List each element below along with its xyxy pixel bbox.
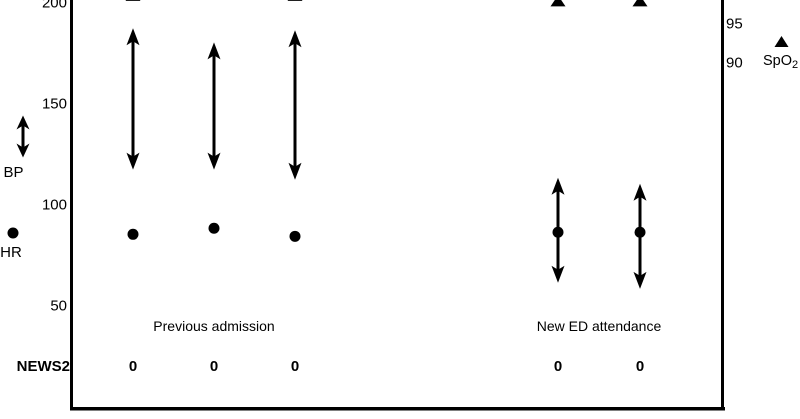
news2-row-label: NEWS2	[17, 358, 70, 375]
double-arrow-icon	[16, 115, 30, 158]
news2-value: 0	[636, 358, 644, 375]
left-axis-tick-label: 100	[42, 197, 67, 214]
right-axis-tick-label: 90	[726, 55, 743, 72]
triangle-icon	[774, 36, 789, 47]
hr-dot-marker	[634, 226, 646, 238]
left-axis-tick-label: 200	[42, 0, 67, 12]
bp-range-arrowhead-down	[288, 162, 302, 180]
plot-border	[70, 0, 725, 411]
left-axis-tick-label: 150	[42, 96, 67, 113]
spo2-triangle-marker	[632, 0, 648, 7]
hr-dot-marker	[208, 222, 220, 234]
bp-range-arrowhead-up	[633, 183, 647, 201]
news2-value: 0	[129, 358, 137, 375]
hr-dot-marker	[552, 226, 564, 238]
bp-range-arrowhead-down	[551, 265, 565, 283]
spo2-legend-label: SpO2	[763, 53, 798, 71]
group-caption: New ED attendance	[537, 318, 662, 334]
dot-icon	[7, 227, 19, 239]
news2-value: 0	[554, 358, 562, 375]
bp-legend-label: BP	[3, 164, 23, 181]
group-caption: Previous admission	[153, 318, 274, 334]
legend-bp: BP	[3, 115, 30, 181]
bp-range-arrowhead-up	[207, 42, 221, 60]
bp-range-arrowhead-up	[551, 177, 565, 195]
bp-range-arrowhead-up	[126, 28, 140, 46]
bp-range-arrowhead-down	[126, 152, 140, 170]
bp-range-arrowhead-down	[207, 152, 221, 170]
bp-range-arrowhead-up	[288, 30, 302, 48]
legend-spo2: SpO2	[763, 36, 798, 71]
news2-value: 0	[291, 358, 299, 375]
bp-range-arrowhead-down	[633, 271, 647, 289]
hr-dot-marker	[289, 230, 301, 242]
right-axis-tick-label: 95	[726, 16, 743, 33]
left-axis-tick-label: 50	[50, 298, 67, 315]
legend-hr: HR	[0, 227, 22, 261]
hr-legend-label: HR	[0, 244, 22, 261]
spo2-triangle-marker	[125, 0, 141, 1]
spo2-triangle-marker	[287, 0, 303, 1]
hr-dot-marker	[127, 228, 139, 240]
news2-value: 0	[210, 358, 218, 375]
spo2-triangle-marker	[550, 0, 566, 7]
